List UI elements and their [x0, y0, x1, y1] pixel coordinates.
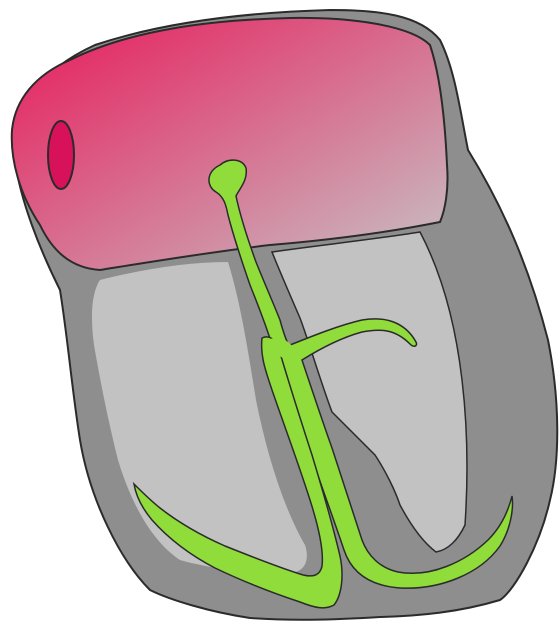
- sinoatrial-node: [48, 121, 74, 189]
- atria-region: [12, 18, 448, 270]
